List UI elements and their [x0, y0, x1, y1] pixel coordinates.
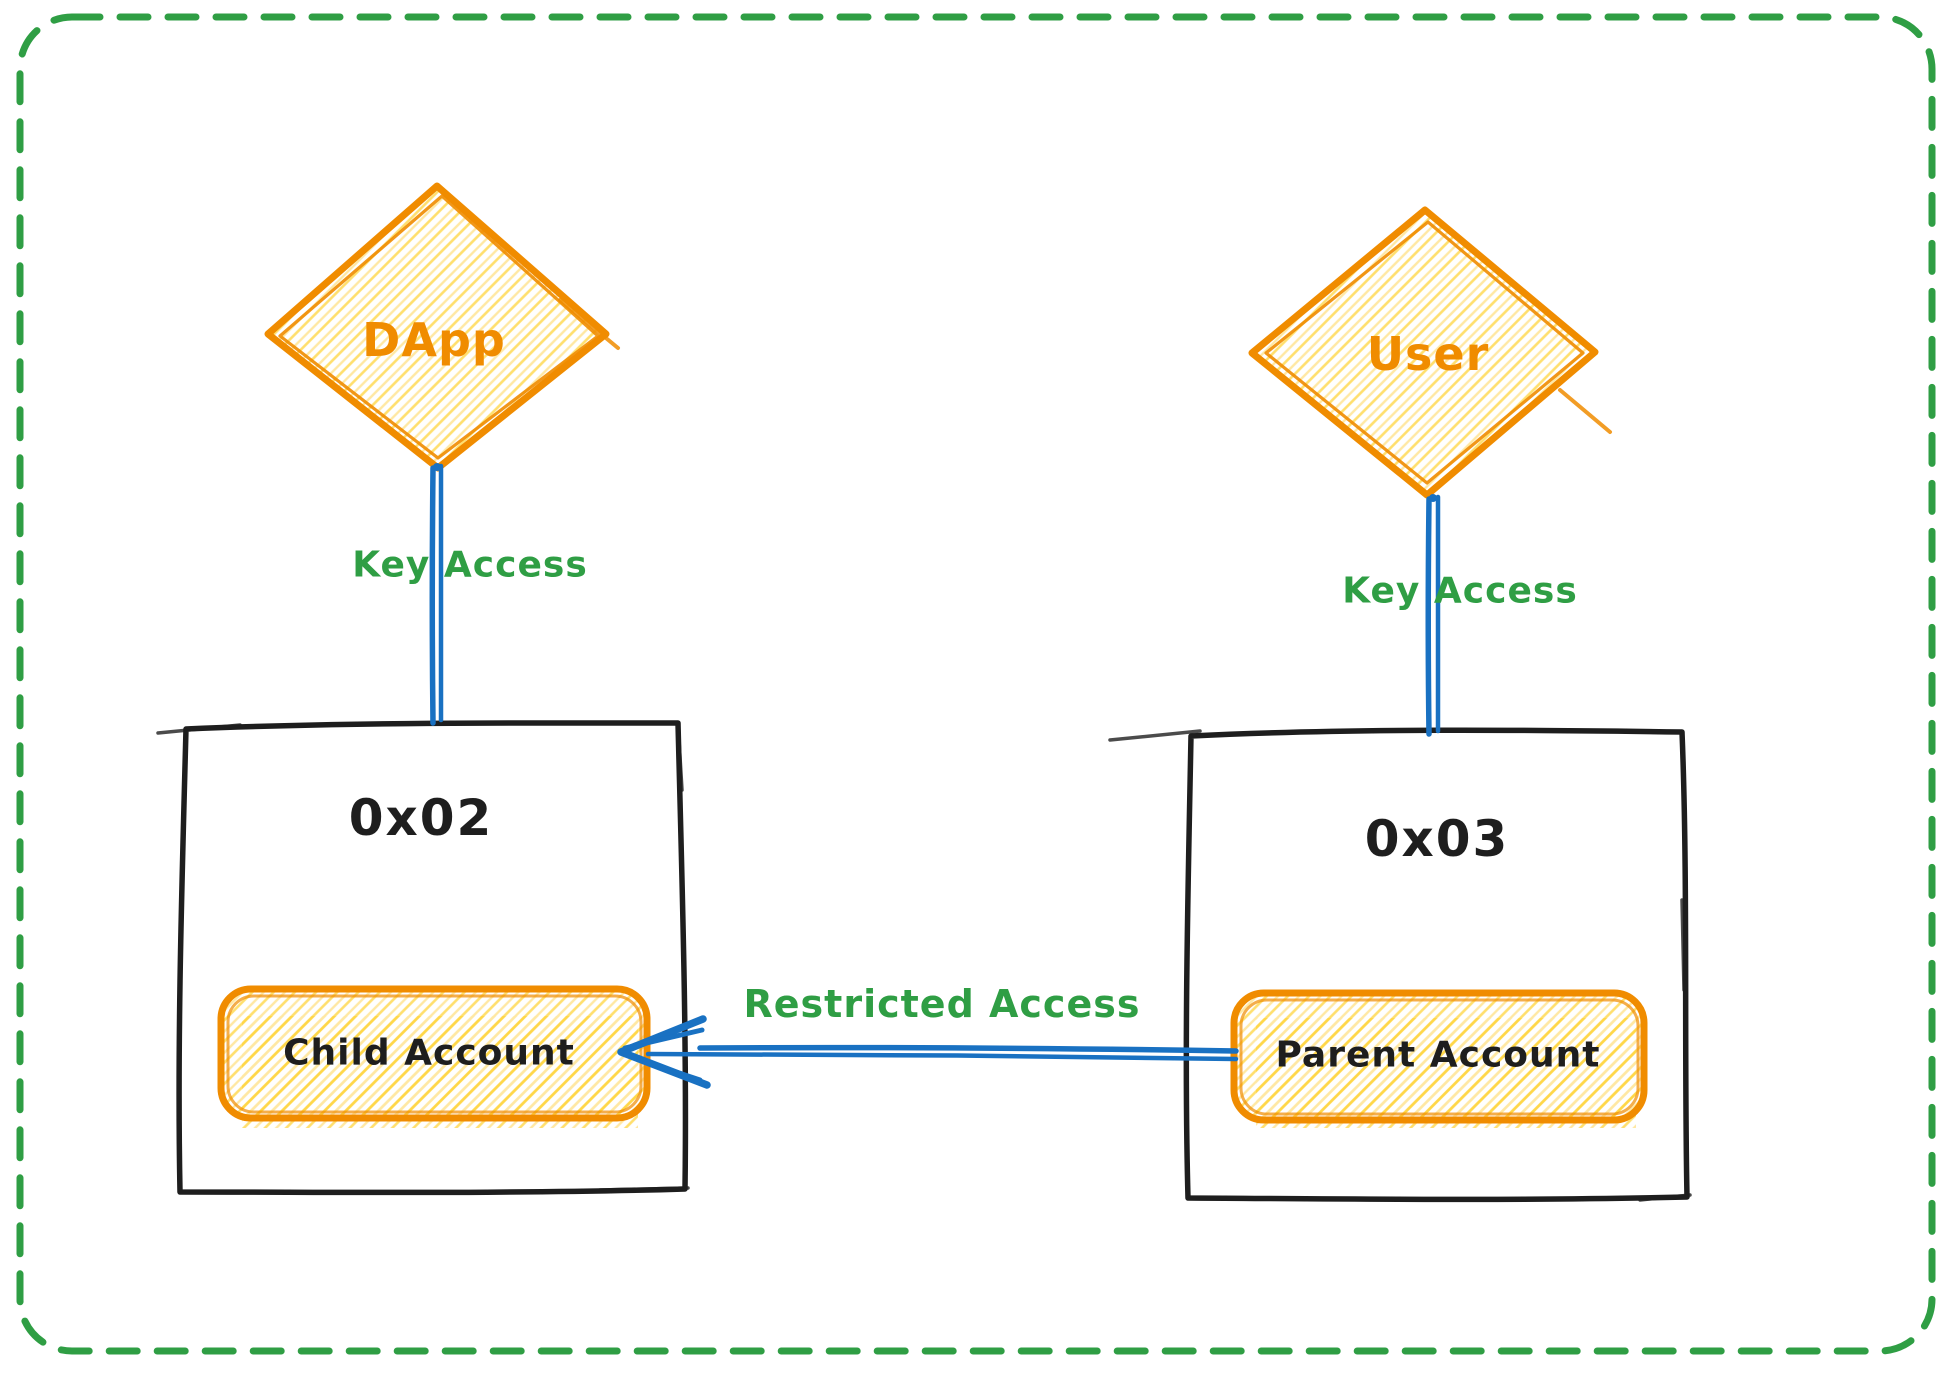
parent-account-label: Parent Account — [1275, 1034, 1601, 1076]
account-box-right-label: 0x03 — [1364, 810, 1510, 868]
key-access-label-left: Key Access — [352, 544, 588, 586]
restricted-access-arrow — [617, 1015, 1239, 1089]
account-box-left — [156, 720, 690, 1196]
child-account-pill — [217, 985, 651, 1128]
account-box-left-label: 0x02 — [348, 789, 494, 847]
user-diamond — [1248, 206, 1612, 499]
user-key-access-connector — [1425, 494, 1441, 737]
key-access-label-right: Key Access — [1342, 570, 1578, 612]
restricted-access-label: Restricted Access — [743, 982, 1141, 1026]
parent-account-pill — [1230, 989, 1648, 1128]
user-label: User — [1366, 327, 1490, 381]
dapp-label: DApp — [362, 313, 506, 367]
child-account-label: Child Account — [283, 1032, 575, 1074]
dapp-key-access-connector — [429, 463, 444, 726]
account-box-right — [1108, 727, 1692, 1203]
canvas-dashed-border — [16, 13, 1936, 1355]
